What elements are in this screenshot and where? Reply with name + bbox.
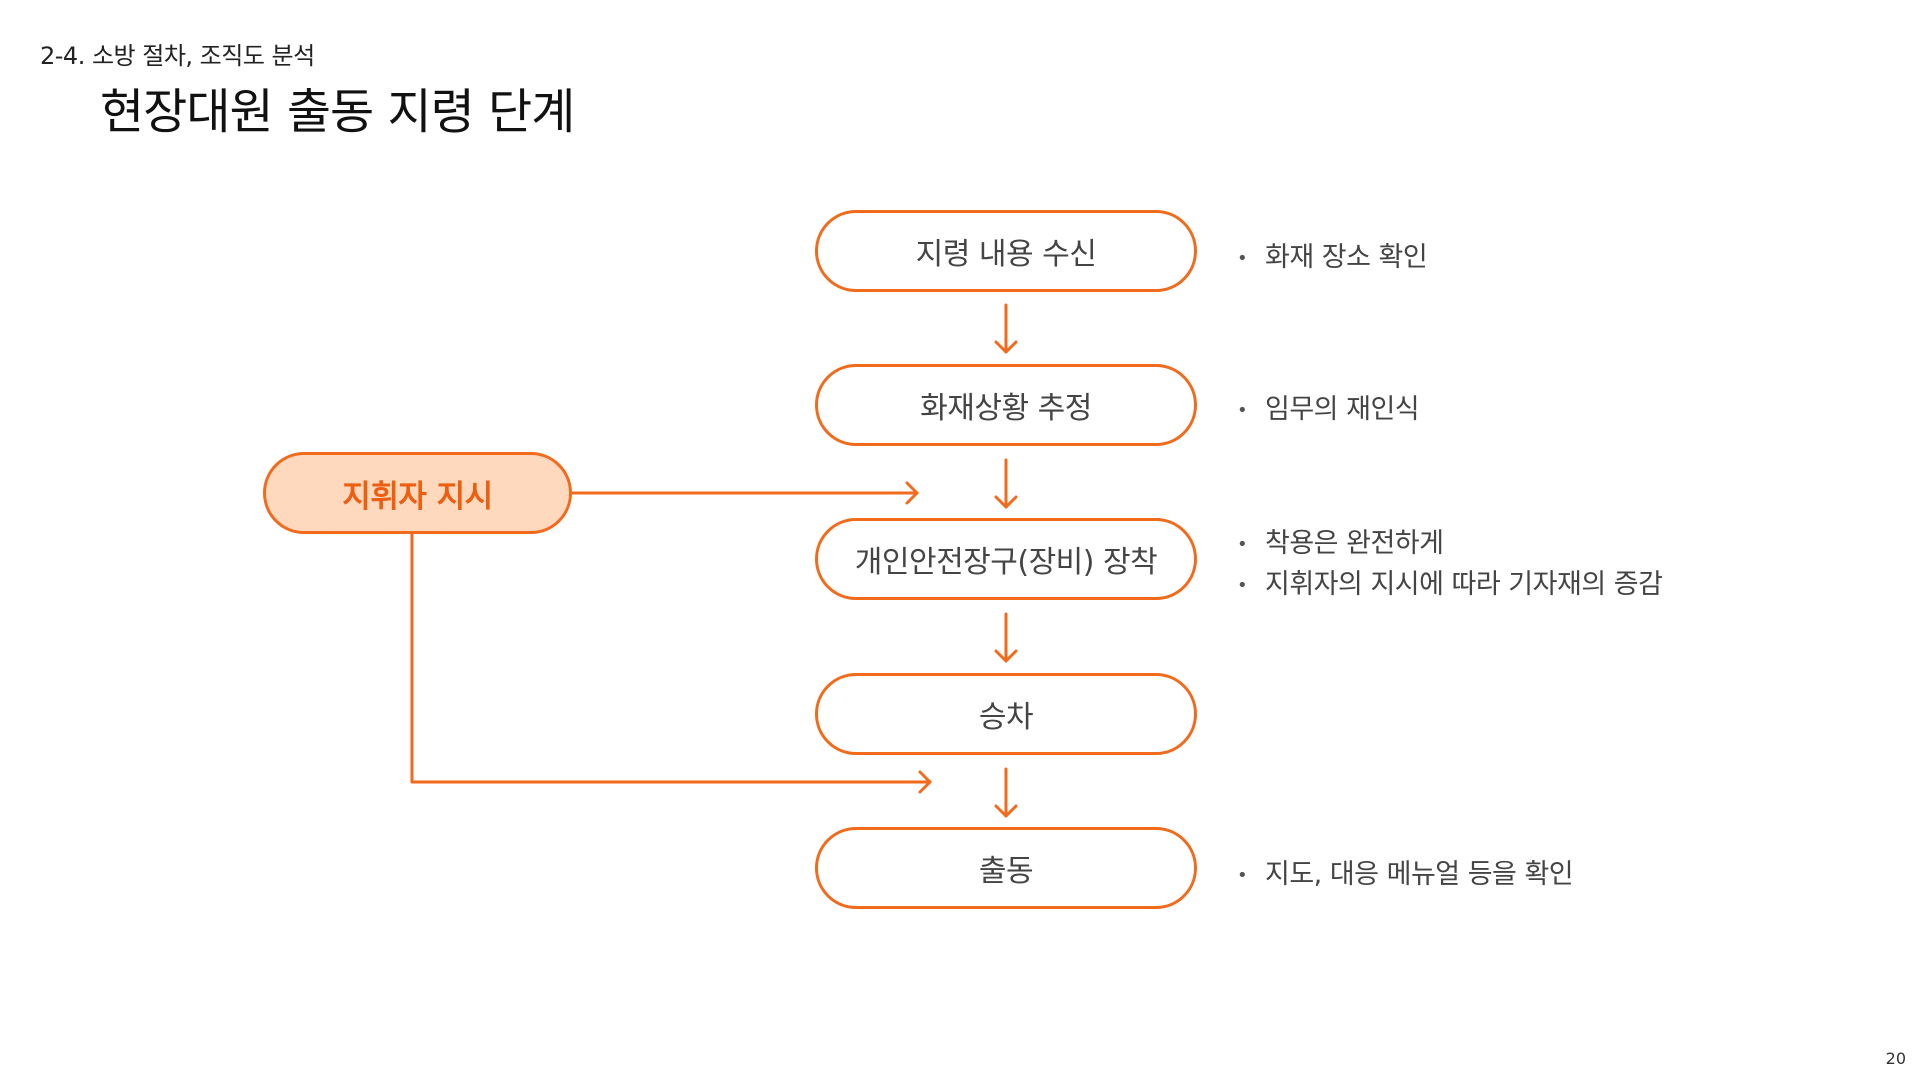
arrow-step4-to-step5: [994, 767, 1018, 818]
arrow-step1-to-step2: [994, 303, 1018, 354]
section-label: 2-4. 소방 절차, 조직도 분석: [40, 42, 315, 70]
note-step3-2: •지휘자의 지시에 따라 기자재의 증감: [1237, 569, 1663, 600]
page-title: 현장대원 출동 지령 단계: [100, 84, 575, 140]
step-receive-dispatch: 지령 내용 수신: [815, 210, 1197, 292]
commander-instruction-node: 지휘자 지시: [263, 452, 572, 534]
arrow-step3-to-step4: [994, 612, 1018, 663]
arrow-commander-to-step3: [570, 481, 919, 505]
arrow-step2-to-step3: [994, 458, 1018, 509]
bullet-icon: •: [1237, 248, 1248, 269]
step-estimate-fire-situation: 화재상황 추정: [815, 364, 1197, 446]
page-number: 20: [1885, 1049, 1906, 1068]
bullet-icon: •: [1237, 400, 1248, 421]
step-board-vehicle: 승차: [815, 673, 1197, 755]
note-step2: •임무의 재인식: [1237, 394, 1420, 425]
bullet-icon: •: [1237, 575, 1248, 596]
bullet-icon: •: [1237, 865, 1248, 886]
note-step3-1: •착용은 완전하게: [1237, 528, 1444, 559]
note-step1: •화재 장소 확인: [1237, 242, 1428, 273]
note-step5: •지도, 대응 메뉴얼 등을 확인: [1237, 859, 1574, 890]
step-wear-safety-gear: 개인안전장구(장비) 장착: [815, 518, 1197, 600]
arrow-commander-to-step5: [410, 532, 932, 794]
step-dispatch: 출동: [815, 827, 1197, 909]
bullet-icon: •: [1237, 534, 1248, 555]
